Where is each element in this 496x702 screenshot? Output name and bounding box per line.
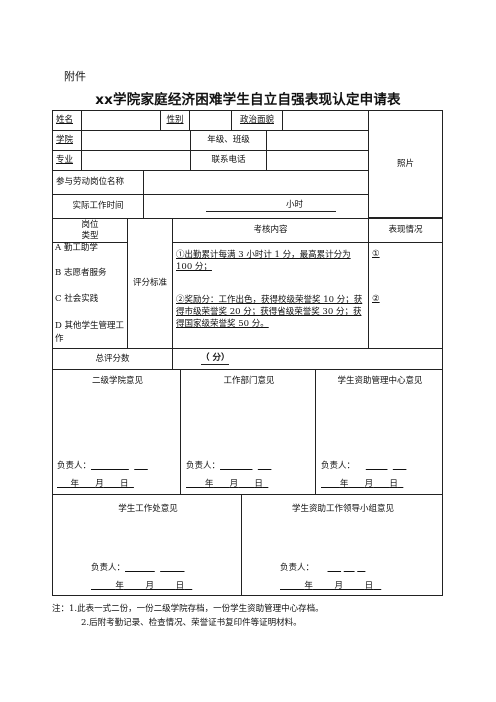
job-name-field[interactable]	[143, 170, 369, 195]
grade-class-field[interactable]	[266, 130, 369, 151]
student-affairs-date: 年 月 日	[115, 581, 185, 591]
criterion-2: ②奖励分：工作出色，获得校级荣誉奖 10 分；获得市级荣誉奖 20 分；获得省级…	[176, 295, 363, 329]
aid-leading-group-opinion-label: 学生资助工作领导小组意见	[291, 504, 394, 514]
college-field[interactable]	[81, 130, 191, 151]
criteria-label: 评分标准	[127, 218, 173, 349]
college-opinion-cell[interactable]: 二级学院意见 负责人： 年 月 日	[52, 369, 181, 495]
performance-1: ①	[372, 249, 380, 259]
total-score-label: 总评分数	[52, 348, 173, 370]
work-time-label: 实际工作时间	[52, 194, 144, 219]
phone-label: 联系电话	[190, 150, 267, 171]
content-header: 考核内容	[172, 218, 369, 243]
post-type-header: 岗位 类型	[52, 218, 128, 243]
post-type-d: D 其他学生管理工作	[55, 321, 125, 344]
form-title: xx学院家庭经济困难学生自立自强表现认定申请表	[95, 92, 401, 108]
note-1: 注：1.此表一式二份，一份二级学院存档，一份学生资助管理中心存档。	[52, 604, 324, 614]
college-label: 学院	[52, 130, 82, 151]
political-field[interactable]	[282, 110, 369, 131]
post-type-b: B 志愿者服务	[55, 268, 107, 278]
grade-class-label: 年级、班级	[190, 130, 267, 151]
dept-opinion-label: 工作部门意见	[223, 376, 275, 386]
aid-leading-group-opinion-cell[interactable]: 学生资助工作领导小组意见 负责人： 年 月 日	[241, 494, 443, 596]
criterion-1: ①出勤累计每满 3 小时计 1 分，最高累计分为 100 分；	[176, 250, 351, 272]
gender-field[interactable]	[189, 110, 232, 131]
notes: 注：1.此表一式二份，一份二级学院存档，一份学生资助管理中心存档。 2.后附考勤…	[52, 602, 324, 630]
major-field[interactable]	[81, 150, 191, 171]
performance-2: ②	[372, 294, 380, 304]
college-responsible: 负责人：	[57, 461, 92, 471]
major-label: 专业	[52, 150, 82, 171]
job-name-label: 参与劳动岗位名称	[52, 170, 144, 195]
post-type-a: A 勤工助学	[55, 243, 98, 253]
aid-center-date: 年 月 日	[339, 479, 398, 489]
performance-header: 表现情况	[368, 218, 443, 243]
student-affairs-opinion-cell[interactable]: 学生工作处意见 负责人： 年 月 日	[52, 494, 242, 596]
aid-center-responsible: 负责人：	[321, 461, 356, 471]
work-time-field[interactable]: 小时	[143, 194, 369, 219]
name-field[interactable]	[81, 110, 161, 131]
political-label: 政治面貌	[231, 110, 283, 131]
aid-leading-group-responsible: 负责人：	[280, 563, 315, 573]
photo-box: 照片	[368, 110, 443, 218]
dept-date: 年 月 日	[204, 479, 263, 489]
dept-responsible: 负责人：	[186, 461, 221, 471]
college-date: 年 月 日	[70, 479, 129, 489]
criteria-content: ①出勤累计每满 3 小时计 1 分，最高累计分为 100 分； ②奖励分：工作出…	[172, 242, 369, 349]
post-types-cell: A 勤工助学 B 志愿者服务 C 社会实践 D 其他学生管理工作	[52, 242, 128, 349]
aid-center-opinion-label: 学生资助管理中心意见	[337, 376, 423, 386]
name-label: 姓名	[52, 110, 82, 131]
post-type-c: C 社会实践	[55, 294, 99, 304]
total-score-value[interactable]: （ 分）	[172, 348, 443, 370]
note-2: 2.后附考勤记录、检查情况、荣誉证书复印件等证明材料。	[81, 618, 302, 628]
aid-center-opinion-cell[interactable]: 学生资助管理中心意见 负责人： 年 月 日	[315, 369, 443, 495]
student-affairs-opinion-label: 学生工作处意见	[118, 504, 178, 514]
aid-leading-group-date: 年 月 日	[304, 581, 374, 591]
college-opinion-label: 二级学院意见	[91, 376, 143, 386]
application-form: 姓名 性别 政治面貌 照片 学院 年级、班级 专业 联系电话 参与劳动岗位名称 …	[52, 110, 443, 596]
dept-opinion-cell[interactable]: 工作部门意见 负责人： 年 月 日	[180, 369, 316, 495]
performance-cell[interactable]: ① ②	[368, 242, 443, 349]
gender-label: 性别	[160, 110, 190, 131]
student-affairs-responsible: 负责人：	[91, 563, 126, 573]
phone-field[interactable]	[266, 150, 369, 171]
attachment-label: 附件	[64, 70, 86, 83]
